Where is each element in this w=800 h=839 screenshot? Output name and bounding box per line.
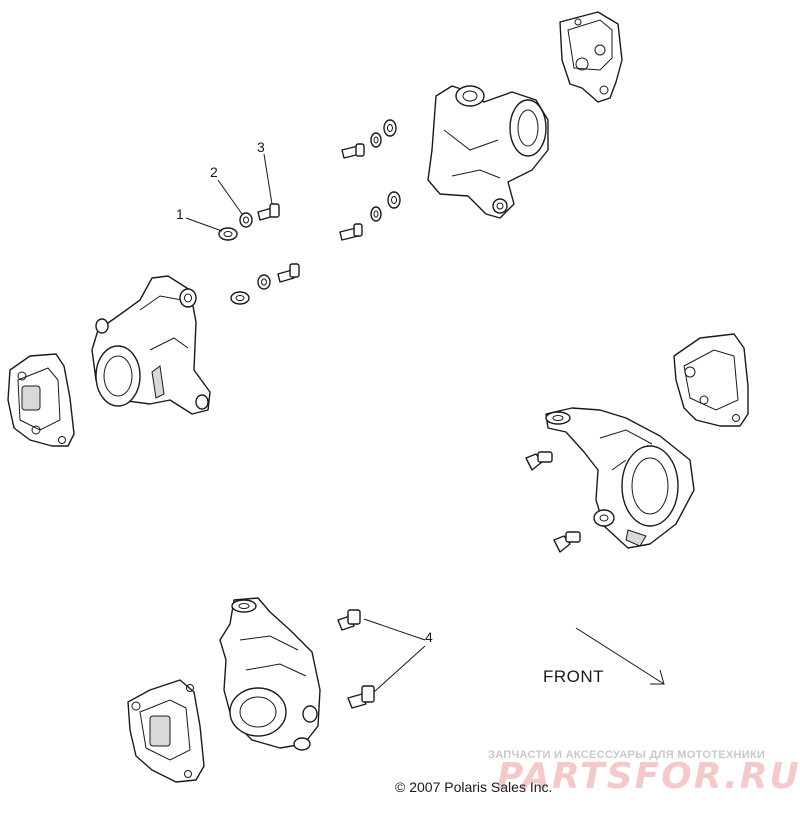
callout-2: 2 bbox=[210, 164, 218, 180]
washer-1 bbox=[218, 227, 238, 241]
callout-4: 4 bbox=[425, 629, 433, 645]
hardware-callout-123 bbox=[218, 203, 300, 305]
callout-1: 1 bbox=[176, 206, 184, 222]
watermark-brand: PARTSFOR.RU bbox=[497, 756, 800, 797]
watermark-tagline: ЗАПЧАСТИ И АКСЕССУАРЫ ДЛЯ МОТОТЕХНИКИ bbox=[488, 749, 765, 761]
front-knuckle-bottom bbox=[219, 597, 321, 751]
caliper-right bbox=[673, 333, 749, 427]
bolts-callout-4 bbox=[337, 609, 375, 709]
bolt-3 bbox=[257, 203, 280, 221]
front-direction-arrow bbox=[575, 627, 665, 685]
front-knuckle-right bbox=[545, 407, 695, 549]
caliper-top-right bbox=[559, 11, 623, 103]
front-label: FRONT bbox=[543, 667, 604, 686]
bolts-right-knuckle bbox=[525, 451, 581, 553]
leader-lines bbox=[185, 153, 426, 693]
copyright-text: © 2007 Polaris Sales Inc. bbox=[395, 779, 552, 795]
caliper-bottom bbox=[127, 679, 205, 783]
callout-3: 3 bbox=[257, 139, 265, 155]
rear-hub-top bbox=[427, 85, 549, 219]
lock-washer-2 bbox=[239, 212, 253, 228]
rear-hub-left bbox=[91, 275, 211, 415]
bolt-washer-group-top bbox=[339, 119, 401, 241]
caliper-left bbox=[7, 353, 75, 447]
